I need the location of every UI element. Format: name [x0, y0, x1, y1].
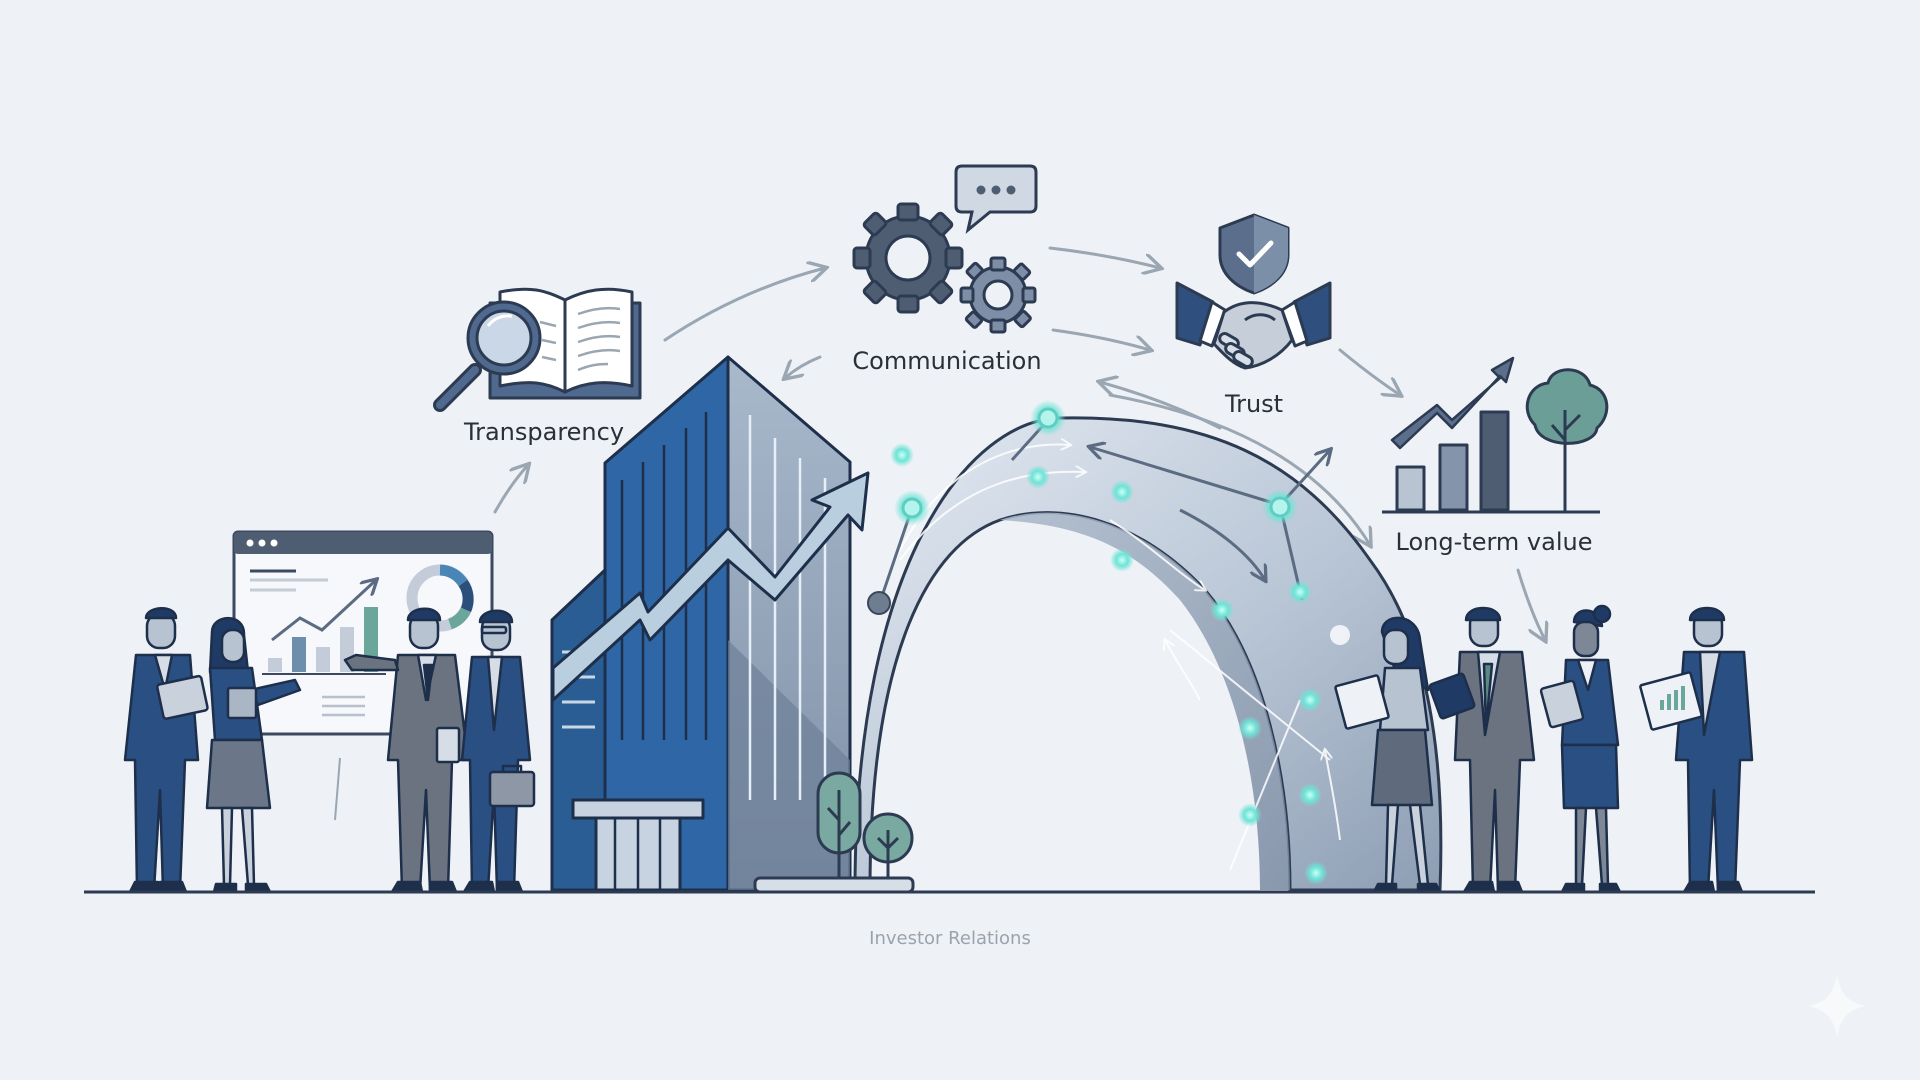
large-gear-icon	[852, 202, 964, 314]
report-sheet-icon	[1639, 671, 1703, 731]
chat-bubble-icon	[954, 164, 1038, 234]
people-left-group	[123, 607, 536, 894]
label-long-term-value: Long-term value	[1395, 528, 1593, 556]
shield-handshake-icon	[1175, 213, 1332, 370]
caption-investor-relations: Investor Relations	[869, 928, 1031, 949]
person-woman-tablet	[1539, 604, 1622, 894]
sparkle-icon	[1808, 975, 1866, 1037]
label-transparency: Transparency	[463, 418, 625, 446]
board-donut-chart	[406, 564, 474, 632]
person-with-report	[1639, 606, 1754, 894]
magnifier-book-icon	[433, 287, 642, 412]
decorative-trees	[753, 771, 915, 894]
growth-chart-tree-icon	[1382, 356, 1609, 514]
small-gear-icon	[959, 256, 1037, 334]
label-communication: Communication	[852, 347, 1042, 375]
connection-arch	[853, 400, 1443, 892]
people-right-group	[1334, 604, 1754, 894]
window-dots-icon	[246, 539, 278, 547]
person-gray-suit	[343, 607, 470, 894]
flow-arrows	[493, 246, 1545, 640]
network-nodes	[890, 400, 1350, 885]
person-woman-presenting	[205, 617, 302, 894]
person-with-tablet	[123, 607, 209, 894]
person-gray-tablet	[1428, 606, 1536, 894]
person-woman-reading	[1334, 616, 1442, 894]
gears-chat-icon	[852, 164, 1038, 334]
label-trust: Trust	[1224, 390, 1284, 418]
person-with-briefcase	[460, 609, 536, 894]
